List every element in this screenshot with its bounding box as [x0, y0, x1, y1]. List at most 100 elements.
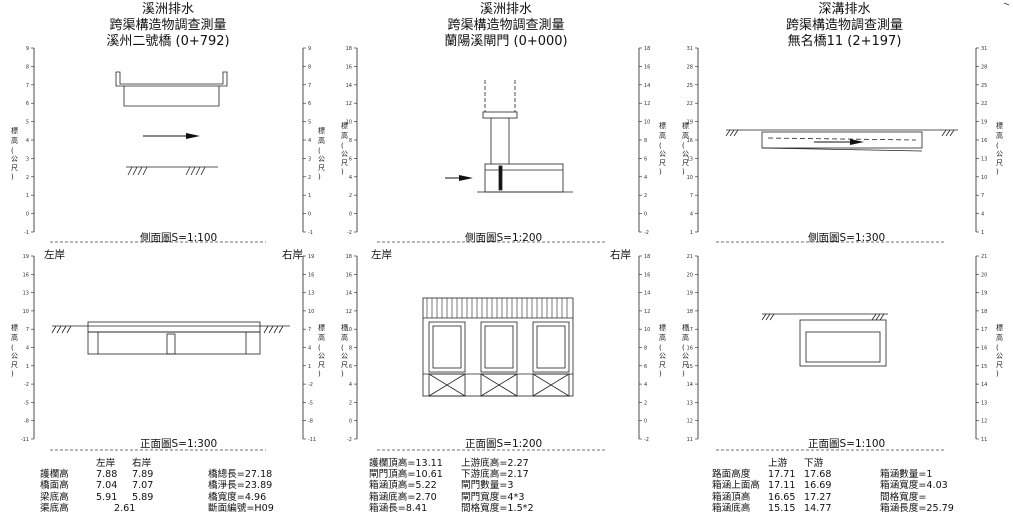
- svg-text:高: 高: [659, 131, 666, 140]
- axis-tick-label: 12: [981, 419, 987, 425]
- axis-tick-label: 10: [644, 120, 650, 126]
- svg-text:(: (: [996, 344, 999, 352]
- axis-tick-label: 14: [981, 382, 987, 388]
- svg-text:): ): [659, 168, 662, 176]
- axis-tick-label: -2: [644, 437, 649, 443]
- svg-text:標: 標: [318, 126, 325, 135]
- svg-text:): ): [318, 370, 321, 378]
- axis-tick-label: 19: [23, 254, 29, 260]
- axis-tick-label: -2: [308, 382, 313, 388]
- axis-tick-label: 8: [644, 138, 647, 144]
- axis-tick-label: 17: [981, 327, 987, 333]
- axis-tick-label: 12: [644, 101, 650, 107]
- svg-text:尺: 尺: [318, 361, 325, 369]
- axis-tick-label: -2: [347, 437, 352, 443]
- stats-value: 16.69: [804, 480, 832, 492]
- stats-extra: 箱涵寬度=4.03: [880, 480, 948, 492]
- left-bank-label: 左岸: [371, 248, 392, 261]
- axis-tick-label: 11: [981, 437, 987, 443]
- svg-text:標: 標: [659, 323, 666, 332]
- svg-text:(: (: [11, 344, 14, 352]
- stats-item: 閘門頂高=10.61: [369, 469, 443, 481]
- svg-text:(: (: [341, 142, 344, 150]
- axis-tick-label: 0: [644, 419, 647, 425]
- axis-tick-label: 6: [308, 101, 311, 107]
- stats-extra: 橋寬度=4.96: [208, 491, 267, 503]
- svg-text:(: (: [659, 344, 662, 352]
- svg-text:高: 高: [341, 131, 348, 140]
- svg-text:高: 高: [682, 131, 689, 140]
- svg-text:): ): [11, 173, 14, 181]
- svg-text:): ): [318, 173, 321, 181]
- front-axis-label-right: 標 高 ( 公 尺 ): [659, 323, 666, 378]
- stats-value: 17.11: [768, 480, 796, 492]
- axis-tick-label: 18: [644, 46, 650, 52]
- culvert-front-elevation: [761, 313, 888, 367]
- axis-tick-label: 2: [644, 193, 647, 199]
- svg-text:公: 公: [682, 352, 689, 360]
- stats-label: 路面高度: [712, 469, 751, 481]
- side-axis-label-right: 標 高 ( 公 尺 ): [318, 126, 325, 181]
- svg-text:公: 公: [11, 155, 18, 163]
- axis-tick-label: 3: [308, 156, 311, 162]
- side-axis-label-right: 標 高 ( 公 尺 ): [659, 121, 666, 176]
- axis-tick-label: 12: [644, 309, 650, 315]
- corner-mark-icon: [1003, 2, 1010, 6]
- axis-tick-label: -11: [21, 437, 29, 443]
- svg-text:公: 公: [318, 352, 325, 360]
- svg-text:尺: 尺: [996, 361, 1003, 369]
- axis-tick-label: 2: [644, 400, 647, 406]
- axis-tick-label: -1: [24, 230, 29, 236]
- panel-title-structure: 蘭陽溪閘門 (0+000): [444, 34, 568, 49]
- svg-text:高: 高: [11, 333, 18, 342]
- svg-text:(: (: [318, 147, 321, 155]
- axis-tick-label: 16: [346, 272, 352, 278]
- stats-item: 閘門數量=3: [461, 480, 514, 492]
- stats-value: 2.61: [114, 502, 136, 514]
- front-view-caption: 正面圖S=1:300: [140, 438, 217, 450]
- axis-tick-label: -5: [24, 400, 29, 406]
- axis-tick-label: 0: [349, 212, 352, 218]
- axis-tick-label: 16: [308, 272, 314, 278]
- side-axis-label-left: 標 高 ( 公 尺 ): [11, 126, 18, 181]
- axis-tick-label: 6: [349, 364, 352, 370]
- svg-text:): ): [341, 370, 344, 378]
- stats-header-right: 右岸: [132, 458, 152, 469]
- axis-tick-label: 2: [349, 400, 352, 406]
- axis-tick-label: 0: [308, 212, 311, 218]
- svg-text:高: 高: [996, 333, 1003, 342]
- axis-tick-label: 14: [346, 291, 352, 297]
- axis-tick-label: 10: [687, 175, 693, 181]
- axis-tick-label: 2: [26, 175, 29, 181]
- svg-text:標: 標: [11, 323, 18, 332]
- axis-tick-label: 16: [687, 138, 693, 144]
- axis-tick-label: 0: [644, 212, 647, 218]
- axis-tick-label: 16: [644, 64, 650, 70]
- stats-value: 14.77: [804, 502, 832, 514]
- axis-tick-label: 10: [23, 309, 29, 315]
- axis-tick-label: 6: [644, 156, 647, 162]
- front-view-caption: 正面圖S=1:200: [465, 438, 542, 450]
- stats-label: 渠底高: [40, 502, 69, 514]
- panel-title-structure: 溪州二號橋 (0+792): [106, 34, 230, 49]
- axis-tick-label: 4: [26, 138, 29, 144]
- axis-tick-label: 2: [308, 175, 311, 181]
- axis-tick-label: 25: [981, 83, 987, 89]
- svg-text:高: 高: [659, 333, 666, 342]
- axis-tick-label: 16: [687, 346, 693, 352]
- axis-tick-label: 12: [346, 101, 352, 107]
- svg-text:高: 高: [996, 131, 1003, 140]
- axis-tick-label: 1: [26, 364, 29, 370]
- axis-tick-label: 8: [349, 138, 352, 144]
- axis-tick-label: -8: [308, 419, 313, 425]
- axis-tick-label: 10: [346, 120, 352, 126]
- svg-text:標: 標: [682, 121, 689, 130]
- axis-tick-label: 7: [26, 83, 29, 89]
- axis-tick-label: 13: [687, 400, 693, 406]
- svg-text:標: 標: [318, 323, 325, 332]
- svg-text:(: (: [996, 142, 999, 150]
- side-view-caption: 側面圖S=1:300: [808, 231, 885, 244]
- svg-text:): ): [341, 168, 344, 176]
